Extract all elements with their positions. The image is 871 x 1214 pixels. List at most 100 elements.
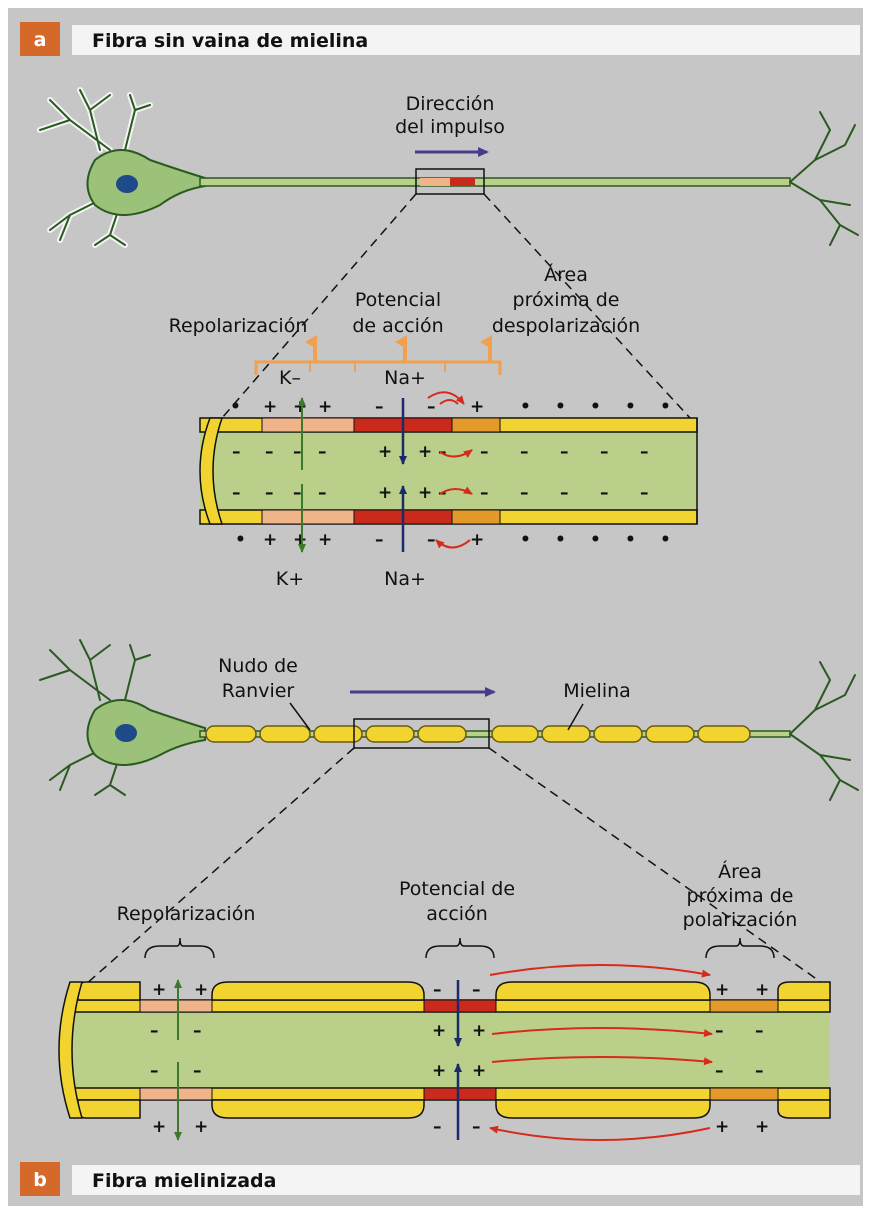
svg-text:+: +	[194, 980, 208, 1000]
panel-b-next-label-line3: polarización	[683, 909, 798, 931]
svg-text:•: •	[590, 397, 601, 417]
svg-text:–: –	[318, 442, 327, 462]
svg-text:•: •	[660, 530, 671, 550]
svg-text:–: –	[520, 442, 529, 462]
panel-a-axon-section	[200, 418, 697, 524]
svg-text:+: +	[378, 442, 392, 462]
svg-text:+: +	[318, 397, 332, 417]
panel-b-title: Fibra mielinizada	[92, 1170, 276, 1192]
svg-text:–: –	[755, 1021, 764, 1041]
svg-text:•: •	[230, 397, 241, 417]
panel-b-membrane-top-next	[710, 1000, 778, 1012]
svg-text:–: –	[433, 980, 442, 1000]
panel-b-next-label-line1: Área	[718, 860, 762, 883]
panel-b-node-label-line2: Ranvier	[222, 680, 295, 702]
svg-text:+: +	[293, 397, 307, 417]
svg-text:–: –	[640, 483, 649, 503]
svg-text:–: –	[375, 397, 384, 417]
svg-text:+: +	[470, 397, 484, 417]
svg-text:–: –	[438, 442, 447, 462]
svg-text:–: –	[480, 442, 489, 462]
svg-text:+: +	[194, 1117, 208, 1137]
panel-a-header: a Fibra sin vaina de mielina	[20, 22, 860, 56]
svg-text:•: •	[625, 530, 636, 550]
panel-a-axon-repolarized	[420, 178, 450, 186]
panel-b-axon-section	[59, 982, 830, 1118]
svg-text:–: –	[318, 483, 327, 503]
svg-text:–: –	[232, 483, 241, 503]
svg-text:•: •	[520, 530, 531, 550]
svg-text:•: •	[555, 397, 566, 417]
svg-text:–: –	[433, 1117, 442, 1137]
svg-text:+: +	[418, 442, 432, 462]
svg-text:–: –	[472, 1117, 481, 1137]
panel-b-node-label-line1: Nudo de	[218, 655, 298, 677]
panel-a-direction-label-line2: del impulso	[395, 116, 505, 138]
svg-text:+: +	[715, 1117, 729, 1137]
panel-a-axon-action	[450, 178, 475, 186]
panel-a-title: Fibra sin vaina de mielina	[92, 30, 368, 52]
svg-text:–: –	[715, 1021, 724, 1041]
svg-text:+: +	[432, 1061, 446, 1081]
svg-text:+: +	[755, 1117, 769, 1137]
svg-text:–: –	[472, 980, 481, 1000]
panel-b-membrane-bottom-next	[710, 1088, 778, 1100]
svg-text:–: –	[715, 1061, 724, 1081]
panel-a-membrane-bottom-repolarized	[262, 510, 354, 524]
svg-text:–: –	[560, 442, 569, 462]
panel-a-membrane-bottom-next	[452, 510, 500, 524]
panel-a-action-label-line1: Potencial	[355, 289, 441, 311]
panel-a-k-bottom-label: K+	[276, 568, 304, 590]
svg-text:–: –	[265, 483, 274, 503]
svg-text:–: –	[755, 1061, 764, 1081]
panel-a-membrane-top-next	[452, 418, 500, 432]
panel-b-membrane-bottom-action	[424, 1088, 496, 1100]
svg-text:+: +	[263, 397, 277, 417]
svg-text:+: +	[263, 530, 277, 550]
svg-text:•: •	[590, 530, 601, 550]
svg-text:–: –	[427, 397, 436, 417]
svg-text:–: –	[265, 442, 274, 462]
svg-text:•: •	[520, 397, 531, 417]
svg-text:•: •	[555, 530, 566, 550]
panel-b-nucleus	[115, 724, 137, 742]
panel-b-header: b Fibra mielinizada	[20, 1162, 860, 1196]
panel-b-axoplasm	[70, 1000, 830, 1100]
panel-b-membrane-top-action	[424, 1000, 496, 1012]
panel-a-na-bottom-label: Na+	[384, 568, 426, 590]
svg-text:+: +	[472, 1021, 486, 1041]
svg-text:–: –	[293, 442, 302, 462]
panel-a-next-label-line3: despolarización	[492, 315, 640, 337]
panel-b-next-label-line2: próxima de	[687, 885, 794, 907]
svg-text:+: +	[715, 980, 729, 1000]
svg-text:–: –	[375, 530, 384, 550]
svg-text:–: –	[520, 483, 529, 503]
panel-a-k-top-label: K–	[279, 367, 301, 389]
panel-a-next-label-line1: Área	[544, 263, 588, 286]
panel-b-repolarization-label: Repolarización	[117, 903, 256, 925]
svg-text:–: –	[150, 1061, 159, 1081]
panel-a-next-label-line2: próxima de	[513, 289, 620, 311]
svg-text:+: +	[755, 980, 769, 1000]
svg-text:•: •	[235, 530, 246, 550]
svg-text:–: –	[232, 442, 241, 462]
panel-b-action-label-line1: Potencial de	[399, 878, 515, 900]
panel-a-action-label-line2: de acción	[352, 315, 443, 337]
svg-text:+: +	[293, 530, 307, 550]
svg-text:+: +	[152, 1117, 166, 1137]
panel-b-badge-label: b	[33, 1169, 47, 1191]
panel-a-axon	[200, 178, 790, 186]
panel-a-badge-label: a	[34, 29, 47, 51]
panel-b-membrane-bottom-repolarized	[140, 1088, 212, 1100]
svg-text:+: +	[432, 1021, 446, 1041]
svg-text:+: +	[472, 1061, 486, 1081]
svg-text:–: –	[600, 483, 609, 503]
svg-text:+: +	[378, 483, 392, 503]
panel-a-nucleus	[116, 175, 138, 193]
svg-text:–: –	[150, 1021, 159, 1041]
panel-b-action-label-line2: acción	[426, 903, 487, 925]
panel-a-na-top-label: Na+	[384, 367, 426, 389]
svg-text:–: –	[480, 483, 489, 503]
svg-text:+: +	[318, 530, 332, 550]
svg-text:–: –	[640, 442, 649, 462]
